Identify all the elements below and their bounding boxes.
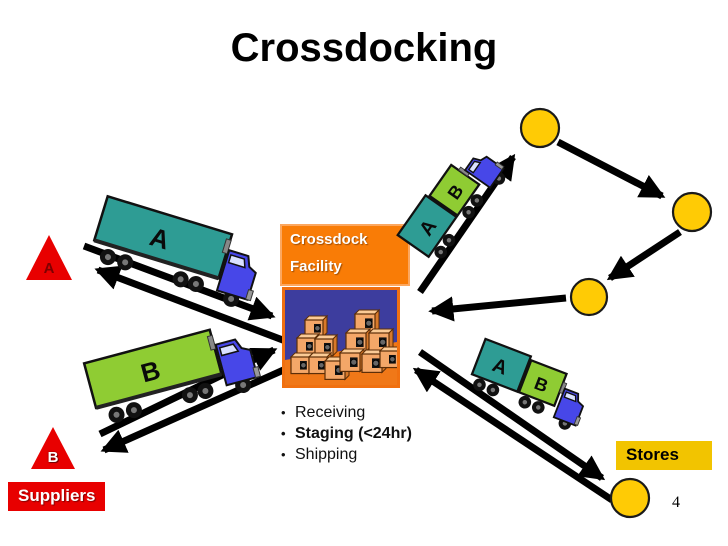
truck-mixed-load-outbound-bottom: A B bbox=[461, 328, 616, 448]
supplier-node-a-label: A bbox=[43, 260, 55, 277]
arrow-facility-to-supplier-a bbox=[94, 265, 290, 346]
cab-window bbox=[218, 343, 240, 357]
facility-label-line1: Crossdock bbox=[290, 231, 368, 248]
arrow-store-2-to-store-3 bbox=[606, 229, 682, 281]
suppliers-banner: Suppliers bbox=[8, 482, 106, 511]
trailer-section-a bbox=[396, 193, 459, 259]
cab-window bbox=[227, 254, 246, 269]
supplier-node-b-label: B bbox=[47, 449, 59, 466]
bullet-shipping: Shipping bbox=[281, 444, 412, 465]
cab-window bbox=[467, 160, 482, 174]
process-bullet-list: Receiving Staging (<24hr) Shipping bbox=[281, 402, 412, 465]
truck-wheels bbox=[108, 376, 252, 423]
store-node-2 bbox=[671, 191, 713, 233]
cab-window bbox=[563, 391, 577, 403]
crossdock-facility-box: Crossdock Facility bbox=[280, 224, 410, 286]
trailer-section-a bbox=[470, 337, 533, 394]
arrow-store-1-to-store-2 bbox=[556, 138, 666, 200]
arrow-facility-to-store-4 bbox=[418, 349, 606, 481]
truck-cab bbox=[214, 338, 259, 387]
page-number: 4 bbox=[672, 494, 680, 511]
arrow-store-4-to-facility bbox=[412, 367, 614, 503]
store-node-1 bbox=[519, 107, 561, 149]
exhaust-stack bbox=[206, 334, 217, 351]
warehouse-boxes-image bbox=[282, 287, 400, 388]
arrow-facility-to-supplier-b bbox=[100, 364, 290, 454]
store-node-3 bbox=[569, 277, 609, 317]
exhaust-stack bbox=[221, 238, 232, 255]
truck-cab bbox=[215, 248, 257, 302]
bullet-staging: Staging (<24hr) bbox=[281, 423, 412, 444]
page-title: Crossdocking bbox=[230, 26, 498, 70]
stores-banner: Stores bbox=[616, 441, 712, 470]
truck-supplier-b: B bbox=[80, 311, 272, 438]
truck-supplier-a: A bbox=[84, 188, 277, 320]
arrow-store-3-to-facility bbox=[428, 294, 567, 322]
bullet-receiving: Receiving bbox=[281, 402, 412, 423]
store-node-4 bbox=[609, 477, 651, 519]
facility-label-line2: Facility bbox=[290, 258, 342, 275]
warehouse-boxes-graphic bbox=[285, 290, 397, 385]
